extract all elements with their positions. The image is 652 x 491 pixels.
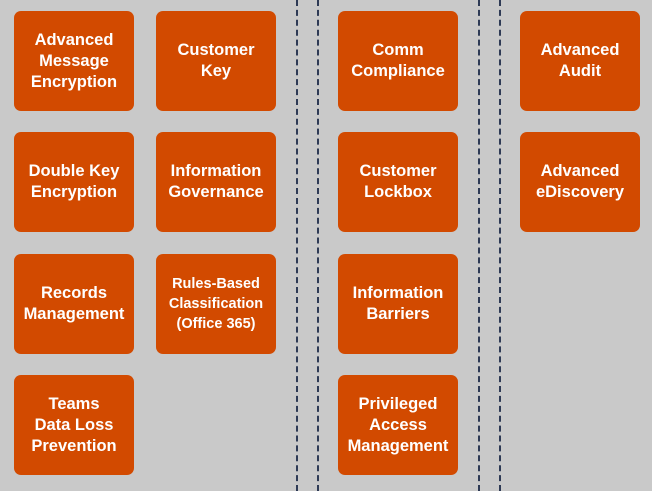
tile-advanced-ediscovery[interactable]: Advanced eDiscovery: [520, 132, 640, 232]
tile-rules-based-classification[interactable]: Rules-Based Classification (Office 365): [156, 254, 276, 354]
tile-customer-key[interactable]: Customer Key: [156, 11, 276, 111]
column-divider-middle-2: [478, 0, 480, 491]
tile-records-management[interactable]: Records Management: [14, 254, 134, 354]
tile-teams-data-loss-prevention[interactable]: Teams Data Loss Prevention: [14, 375, 134, 475]
column-divider-middle-1: [317, 0, 319, 491]
tile-customer-lockbox[interactable]: Customer Lockbox: [338, 132, 458, 232]
tile-comm-compliance[interactable]: Comm Compliance: [338, 11, 458, 111]
column-divider-right: [499, 0, 501, 491]
tile-double-key-encryption[interactable]: Double Key Encryption: [14, 132, 134, 232]
tile-advanced-message-encryption[interactable]: Advanced Message Encryption: [14, 11, 134, 111]
tile-information-governance[interactable]: Information Governance: [156, 132, 276, 232]
tile-information-barriers[interactable]: Information Barriers: [338, 254, 458, 354]
tile-privileged-access-management[interactable]: Privileged Access Management: [338, 375, 458, 475]
tile-advanced-audit[interactable]: Advanced Audit: [520, 11, 640, 111]
column-divider-left: [296, 0, 298, 491]
